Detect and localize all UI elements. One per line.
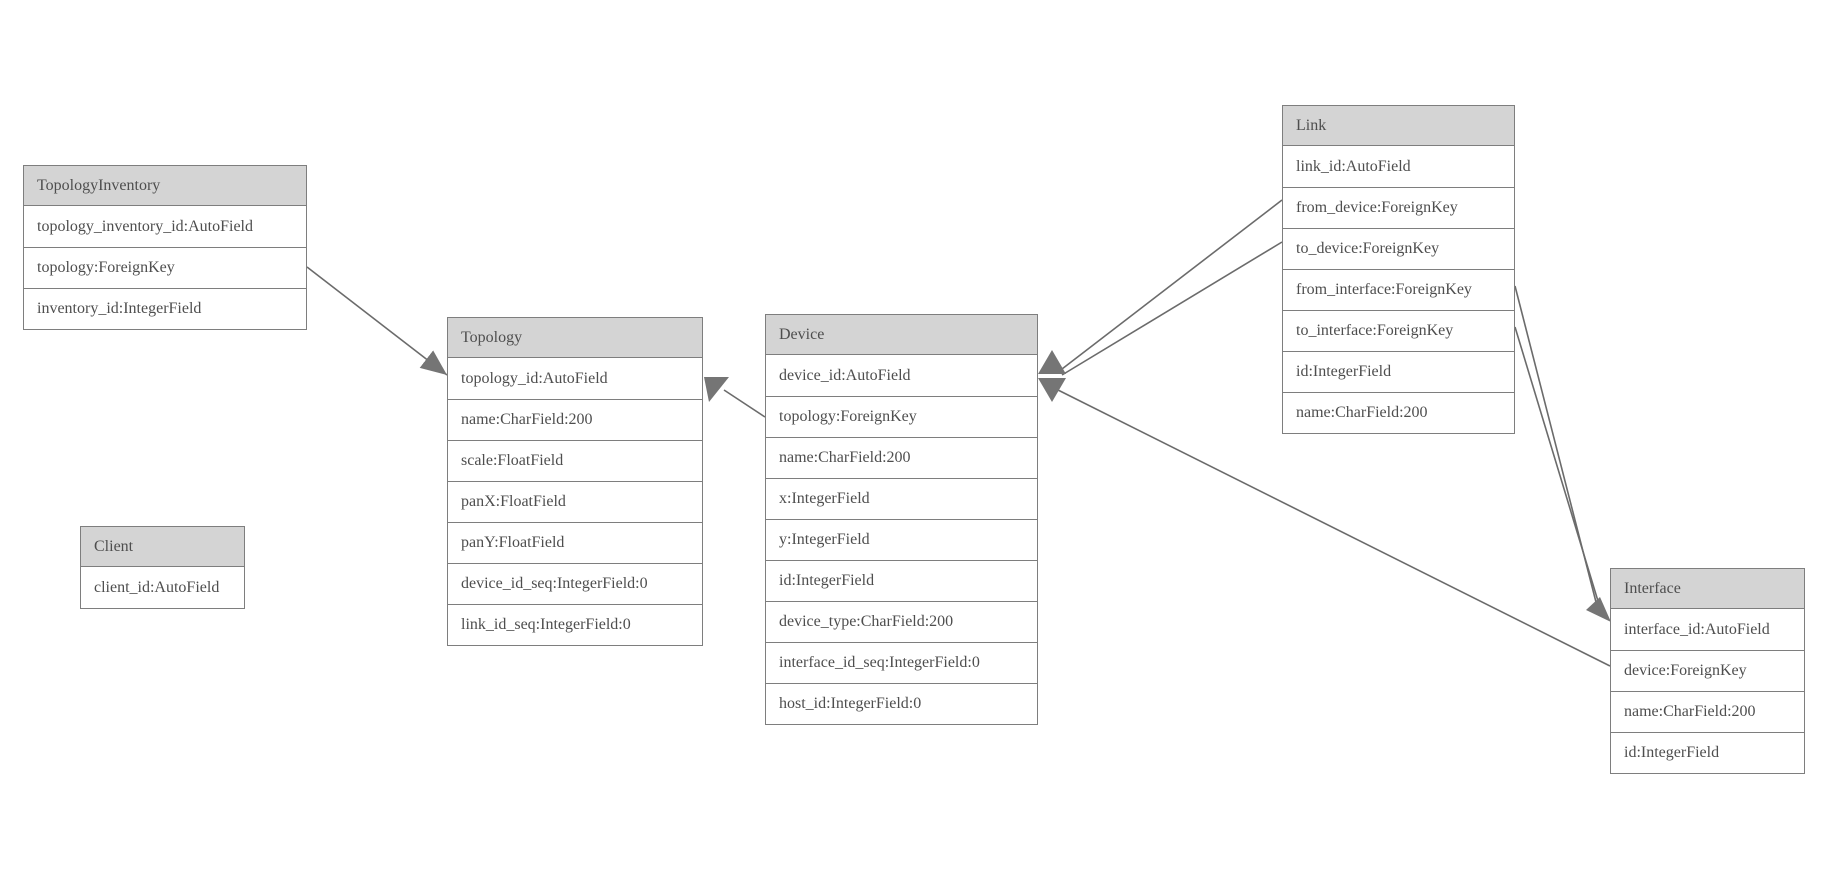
entity-field: to_device:ForeignKey: [1283, 228, 1514, 269]
relation-line-device-topology-fk: [723, 389, 766, 418]
entity-field: panY:FloatField: [448, 522, 702, 563]
relation-line-link-to-interface-fk: [1514, 326, 1602, 612]
arrowhead-at-device-upper: [1038, 350, 1066, 374]
relation-line-link-from-device-fk: [1061, 199, 1283, 370]
entity-field: topology_id:AutoField: [448, 358, 702, 399]
entity-field: device_type:CharField:200: [766, 601, 1037, 642]
entity-topology-inventory-title: TopologyInventory: [24, 166, 306, 206]
entity-field: x:IntegerField: [766, 478, 1037, 519]
entity-field: y:IntegerField: [766, 519, 1037, 560]
entity-field: scale:FloatField: [448, 440, 702, 481]
relation-line-interface-device-fk: [1057, 389, 1611, 667]
entity-field: name:CharField:200: [1611, 691, 1804, 732]
entity-field: id:IntegerField: [766, 560, 1037, 601]
arrowhead-at-interface-left: [1586, 597, 1611, 622]
entity-interface-title: Interface: [1611, 569, 1804, 609]
entity-device-title: Device: [766, 315, 1037, 355]
entity-field: topology_inventory_id:AutoField: [24, 206, 306, 247]
entity-field: name:CharField:200: [766, 437, 1037, 478]
entity-field: panX:FloatField: [448, 481, 702, 522]
entity-field: from_device:ForeignKey: [1283, 187, 1514, 228]
entity-field: client_id:AutoField: [81, 567, 244, 608]
fk-arrowheads: [704, 350, 1611, 622]
arrowhead-at-device-lower: [1038, 378, 1066, 402]
fk-relationship-lines: [306, 199, 1611, 667]
relation-line-link-to-device-fk: [1061, 241, 1283, 376]
entity-field: device_id:AutoField: [766, 355, 1037, 396]
entity-field: name:CharField:200: [448, 399, 702, 440]
entity-client-title: Client: [81, 527, 244, 567]
arrowhead-at-topology-right: [704, 377, 729, 402]
entity-field: interface_id_seq:IntegerField:0: [766, 642, 1037, 683]
relation-line-topologyinventory-topology-fk: [306, 266, 448, 376]
entity-topology-title: Topology: [448, 318, 702, 358]
entity-field: link_id_seq:IntegerField:0: [448, 604, 702, 645]
entity-field: link_id:AutoField: [1283, 146, 1514, 187]
entity-field: to_interface:ForeignKey: [1283, 310, 1514, 351]
entity-field: topology:ForeignKey: [766, 396, 1037, 437]
entity-field: from_interface:ForeignKey: [1283, 269, 1514, 310]
entity-field: topology:ForeignKey: [24, 247, 306, 288]
entity-link-title: Link: [1283, 106, 1514, 146]
entity-field: device:ForeignKey: [1611, 650, 1804, 691]
entity-field: device_id_seq:IntegerField:0: [448, 563, 702, 604]
entity-field: id:IntegerField: [1611, 732, 1804, 773]
entity-field: id:IntegerField: [1283, 351, 1514, 392]
entity-field: host_id:IntegerField:0: [766, 683, 1037, 724]
entity-field: inventory_id:IntegerField: [24, 288, 306, 329]
entity-field: interface_id:AutoField: [1611, 609, 1804, 650]
entity-field: name:CharField:200: [1283, 392, 1514, 433]
